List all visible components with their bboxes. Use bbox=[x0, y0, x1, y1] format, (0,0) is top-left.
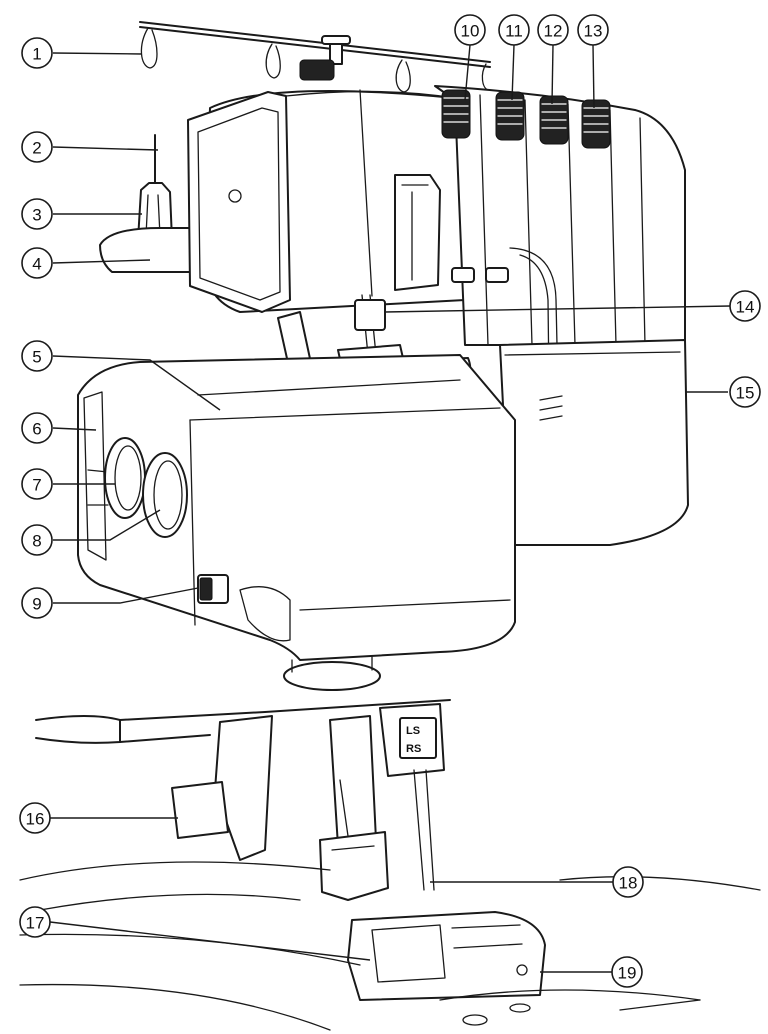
svg-text:18: 18 bbox=[619, 874, 638, 893]
dial-8 bbox=[142, 452, 188, 538]
callout-19: 19 bbox=[611, 956, 643, 988]
tension-dial-13 bbox=[581, 99, 611, 149]
tension-dial-11 bbox=[495, 91, 525, 141]
callout-4: 4 bbox=[21, 247, 53, 279]
svg-text:16: 16 bbox=[26, 810, 45, 829]
callout-6: 6 bbox=[21, 412, 53, 444]
clamp-mark-right: RS bbox=[406, 743, 421, 755]
svg-text:10: 10 bbox=[461, 22, 480, 41]
front-base bbox=[77, 354, 516, 691]
callout-12: 12 bbox=[537, 14, 569, 46]
tension-dial-12 bbox=[539, 95, 569, 145]
svg-text:19: 19 bbox=[618, 964, 637, 983]
serger-machine-illustration bbox=[77, 21, 689, 691]
needle-clamp: LS RS bbox=[379, 703, 445, 891]
dial-7 bbox=[104, 437, 146, 519]
tension-dial-10 bbox=[441, 89, 471, 139]
callout-16: 16 bbox=[19, 802, 51, 834]
svg-text:7: 7 bbox=[32, 476, 41, 495]
presser-foot-closeup: LS RS bbox=[19, 699, 761, 1031]
callout-15: 15 bbox=[729, 376, 761, 408]
callout-labels: 1 2 3 4 5 6 7 8 9 10 11 12 13 14 15 16 1… bbox=[19, 14, 761, 988]
svg-text:14: 14 bbox=[736, 298, 755, 317]
leader-lines bbox=[49, 44, 731, 973]
callout-5: 5 bbox=[21, 340, 53, 372]
svg-text:6: 6 bbox=[32, 420, 41, 439]
looper-cover bbox=[499, 339, 689, 546]
callout-7: 7 bbox=[21, 468, 53, 500]
callout-2: 2 bbox=[21, 131, 53, 163]
callout-3: 3 bbox=[21, 198, 53, 230]
svg-text:4: 4 bbox=[32, 255, 41, 274]
callout-18: 18 bbox=[612, 866, 644, 898]
machine-head bbox=[187, 89, 466, 313]
svg-text:5: 5 bbox=[32, 348, 41, 367]
svg-text:1: 1 bbox=[32, 45, 41, 64]
thread-guide-bar bbox=[139, 21, 491, 93]
svg-text:2: 2 bbox=[32, 139, 41, 158]
svg-text:8: 8 bbox=[32, 532, 41, 551]
svg-text:9: 9 bbox=[32, 595, 41, 614]
svg-text:13: 13 bbox=[584, 22, 603, 41]
power-switch bbox=[197, 574, 291, 642]
svg-text:11: 11 bbox=[505, 22, 523, 41]
callout-13: 13 bbox=[577, 14, 609, 46]
svg-text:12: 12 bbox=[544, 22, 563, 41]
callout-9: 9 bbox=[21, 587, 53, 619]
callout-14: 14 bbox=[729, 290, 761, 322]
clamp-mark-left: LS bbox=[406, 725, 420, 737]
callout-11: 11 bbox=[498, 14, 530, 46]
callout-1: 1 bbox=[21, 37, 53, 69]
svg-text:15: 15 bbox=[736, 384, 755, 403]
svg-text:3: 3 bbox=[32, 206, 41, 225]
callout-17: 17 bbox=[19, 906, 51, 938]
presser-foot bbox=[347, 911, 546, 1001]
callout-10: 10 bbox=[454, 14, 486, 46]
callout-8: 8 bbox=[21, 524, 53, 556]
svg-text:17: 17 bbox=[26, 914, 45, 933]
